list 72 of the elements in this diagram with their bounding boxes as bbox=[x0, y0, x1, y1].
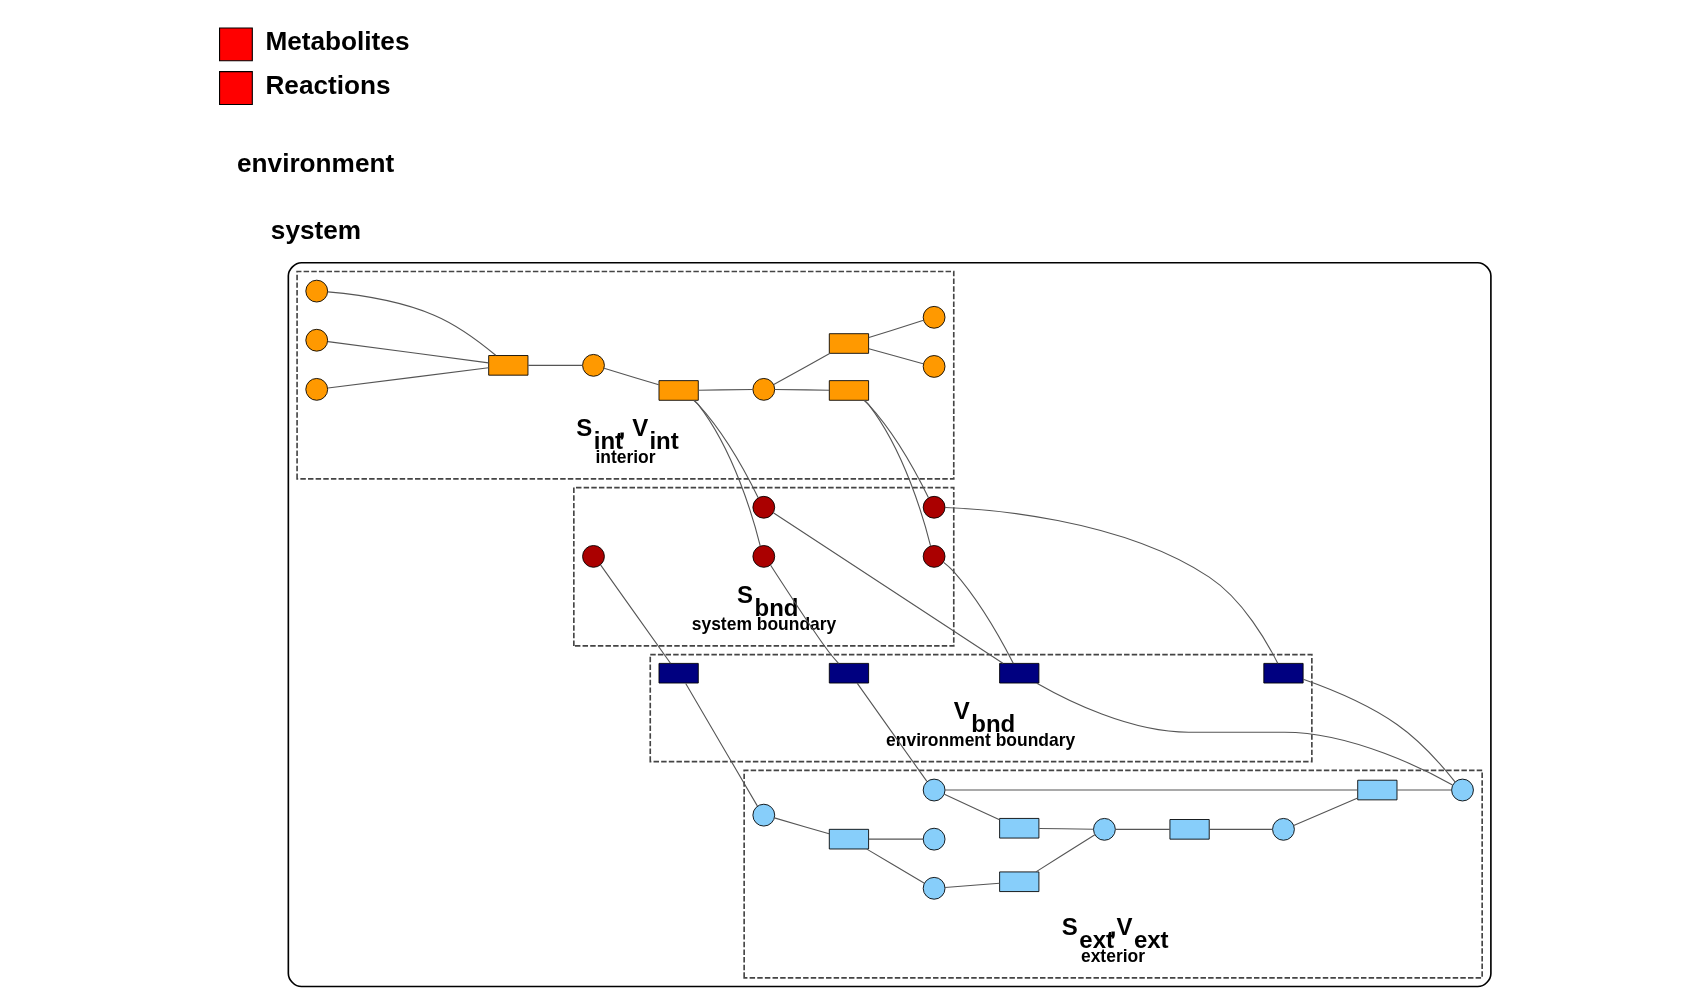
node-circle bbox=[305, 279, 329, 303]
connector bbox=[868, 319, 925, 339]
connector bbox=[698, 388, 754, 391]
connector bbox=[772, 512, 1004, 664]
connector bbox=[773, 817, 830, 835]
node-circle bbox=[752, 545, 776, 568]
connector bbox=[327, 341, 490, 364]
node-circle bbox=[752, 495, 776, 519]
node-box bbox=[658, 380, 699, 401]
node-circle bbox=[305, 328, 329, 352]
connector bbox=[327, 291, 497, 356]
connector bbox=[1209, 828, 1273, 830]
node-circle bbox=[922, 827, 946, 851]
legend-label: Metabolites bbox=[265, 26, 410, 57]
connector bbox=[603, 367, 660, 386]
connector bbox=[868, 348, 924, 365]
connector bbox=[1114, 828, 1171, 830]
node-box bbox=[999, 871, 1040, 892]
node-box bbox=[658, 662, 699, 684]
connector bbox=[527, 364, 583, 366]
connector bbox=[685, 682, 758, 807]
node-circle bbox=[1451, 778, 1474, 802]
connector bbox=[327, 367, 490, 389]
node-box bbox=[828, 828, 870, 850]
node-box bbox=[488, 355, 529, 376]
node-circle bbox=[922, 355, 946, 378]
node-box bbox=[828, 333, 870, 354]
connector bbox=[1396, 789, 1453, 791]
node-circle bbox=[1272, 818, 1295, 841]
node-circle bbox=[922, 876, 946, 900]
connector bbox=[866, 848, 925, 884]
connector bbox=[944, 882, 1001, 889]
node-circle bbox=[922, 778, 946, 802]
connector bbox=[863, 399, 930, 499]
connector bbox=[944, 789, 1358, 791]
node-circle bbox=[582, 354, 605, 377]
label: environment bbox=[237, 148, 395, 179]
connector bbox=[770, 564, 840, 664]
connector bbox=[1293, 797, 1359, 826]
connector bbox=[944, 506, 1279, 664]
node-box bbox=[999, 662, 1040, 684]
connector bbox=[774, 388, 830, 391]
label: system bbox=[270, 214, 362, 245]
node-circle bbox=[305, 378, 329, 401]
legend-label: Reactions bbox=[265, 69, 391, 100]
connector bbox=[1035, 834, 1096, 873]
connector bbox=[943, 793, 1001, 821]
connector bbox=[1036, 682, 1454, 786]
connector bbox=[693, 399, 761, 547]
connector bbox=[868, 838, 924, 840]
connector bbox=[1038, 827, 1094, 830]
connector bbox=[856, 682, 928, 782]
connector bbox=[1302, 678, 1456, 783]
node-box bbox=[1169, 819, 1210, 840]
node-box bbox=[1263, 662, 1304, 684]
node-circle bbox=[1093, 818, 1116, 841]
node-circle bbox=[922, 305, 946, 329]
node-circle bbox=[922, 545, 946, 568]
node-box bbox=[828, 662, 870, 684]
connector bbox=[773, 352, 831, 385]
node-box bbox=[999, 818, 1040, 839]
node-circle bbox=[752, 378, 776, 401]
connector bbox=[864, 399, 932, 547]
node-circle bbox=[752, 803, 776, 827]
connector bbox=[943, 561, 1014, 664]
cluster bbox=[287, 261, 1492, 988]
connector bbox=[600, 564, 672, 664]
node-box bbox=[828, 380, 870, 401]
node-box bbox=[1357, 779, 1398, 801]
connector bbox=[693, 399, 759, 499]
node-circle bbox=[922, 495, 946, 519]
node-circle bbox=[582, 545, 605, 568]
